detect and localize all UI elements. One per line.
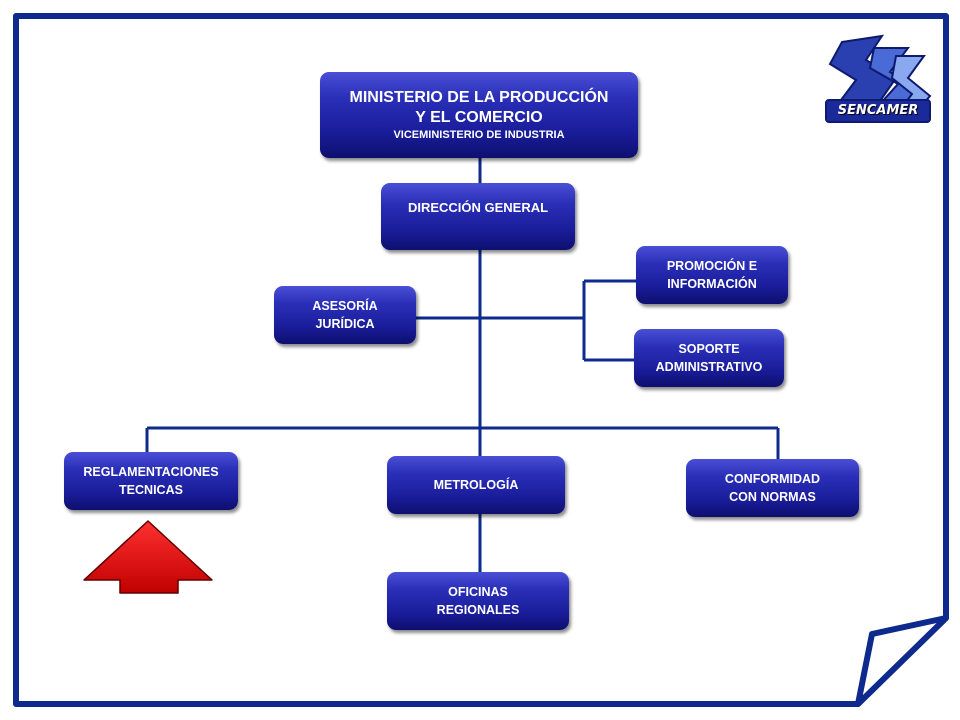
conformidad-line1: CONFORMIDAD [724,472,821,486]
soporte-line2: ADMINISTRATIVO [655,360,763,374]
conformidad-normas-box[interactable]: CONFORMIDAD CON NORMAS [686,459,859,517]
logo-text: SENCAMER [837,103,919,118]
up-arrow-icon[interactable] [83,520,213,594]
page-curl-icon [855,615,949,707]
reglamentaciones-line1: REGLAMENTACIONES [83,465,219,479]
reglamentaciones-tecnicas-box[interactable]: REGLAMENTACIONES TECNICAS [64,452,238,510]
ministerio-subtitle: VICEMINISTERIO DE INDUSTRIA [393,128,565,141]
conformidad-line2: CON NORMAS [729,490,816,504]
soporte-administrativo-box[interactable]: SOPORTE ADMINISTRATIVO [634,329,784,387]
promocion-line1: PROMOCIÓN E [666,259,758,273]
direccion-general-label: DIRECCIÓN GENERAL [407,200,549,215]
reglamentaciones-line2: TECNICAS [119,483,183,497]
soporte-line1: SOPORTE [678,342,740,356]
metrologia-box[interactable]: METROLOGÍA [387,456,565,514]
connector-lines [145,158,780,572]
ministerio-title-line1: MINISTERIO DE LA PRODUCCIÓN [349,88,609,106]
oficinas-line2: REGIONALES [436,603,520,617]
promocion-informacion-box[interactable]: PROMOCIÓN E INFORMACIÓN [636,246,788,304]
promocion-line2: INFORMACIÓN [667,277,757,291]
metrologia-label: METROLOGÍA [433,478,519,492]
oficinas-regionales-box[interactable]: OFICINAS REGIONALES [387,572,569,630]
ministerio-box[interactable]: MINISTERIO DE LA PRODUCCIÓN Y EL COMERCI… [320,72,638,158]
oficinas-line1: OFICINAS [448,585,508,599]
sencamer-logo-icon [825,34,932,123]
asesoria-juridica-box[interactable]: ASESORÍA JURÍDICA [274,286,416,344]
direccion-general-box[interactable]: DIRECCIÓN GENERAL [381,183,575,250]
ministerio-title-line2: Y EL COMERCIO [415,108,543,126]
asesoria-line2: JURÍDICA [315,317,375,331]
asesoria-line1: ASESORÍA [312,299,378,313]
